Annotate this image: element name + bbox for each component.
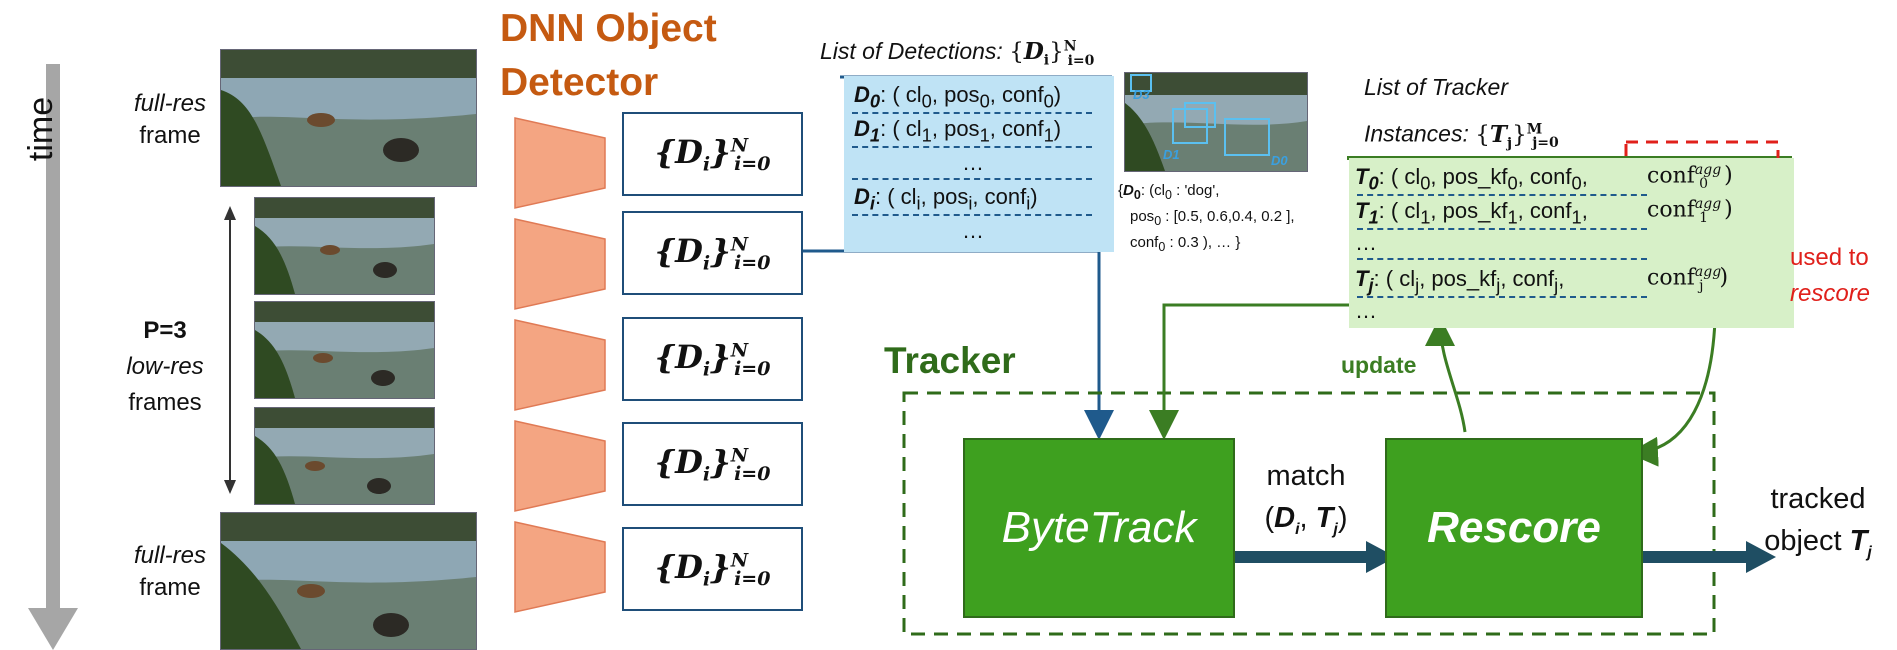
detection-row: Di: ( cli, posi, confi) (854, 184, 1038, 214)
box-label-d0: D0 (1271, 153, 1288, 168)
agg-to-rescore-arrow (1628, 319, 1717, 467)
detections-list-title: List of Detections: {Di}Ni=0 (820, 38, 1095, 69)
tracker-list-to-bytetrack-arrow (1149, 303, 1349, 440)
match-label: match (Di, Tj) (1264, 460, 1348, 538)
detector-trapezoids (514, 117, 606, 613)
detector-title: DNN Object Detector (500, 7, 717, 104)
detection-set-box: {Di}Ni=0 (622, 211, 803, 295)
update-label: update (1341, 352, 1417, 378)
agg-conf-1: confagg1) (1647, 196, 1733, 226)
detection-set-box: {Di}Ni=0 (622, 112, 803, 196)
bottom-full-res-label: full-res frame (133, 542, 206, 601)
frame-low-res-1 (254, 197, 435, 295)
detection-example-image: D3 D1 D0 (1124, 72, 1308, 172)
tracker-list-title: List of Tracker Instances: {Tj}Mj=0 (1364, 74, 1559, 152)
rescore-note: used to rescore (1790, 244, 1871, 307)
agg-conf-j: confaggj) (1647, 264, 1729, 294)
box-label-d1: D1 (1163, 147, 1180, 162)
detection-set-box: {Di}Ni=0 (622, 317, 803, 401)
rescore-box: Rescore (1385, 438, 1643, 618)
low-res-span-arrow (224, 206, 236, 494)
time-axis-arrow (28, 64, 78, 650)
output-arrow (1632, 541, 1776, 573)
detection-example-note: {D0: (cl0 : 'dog', pos0 : [0.5, 0.6,0.4,… (1118, 182, 1295, 254)
detections-list: D0: ( cl0, pos0, conf0) D1: ( cl1, pos1,… (844, 76, 1114, 252)
rescore-update-arrow (1425, 316, 1467, 433)
tracker-row: Tj: ( clj, pos_kfj, confj, (1355, 266, 1565, 296)
tracker-ellipsis: … (1355, 230, 1377, 255)
bytetrack-box: ByteTrack (963, 438, 1235, 618)
frame-full-res-bottom (220, 512, 477, 650)
frame-low-res-3 (254, 407, 435, 505)
tracker-row: T0: ( cl0, pos_kf0, conf0, (1355, 164, 1588, 194)
tracker-ellipsis: … (1355, 298, 1377, 323)
detection-set-box: {Di}Ni=0 (622, 422, 803, 506)
match-arrow (1230, 541, 1396, 573)
detection-row: D0: ( cl0, pos0, conf0) (854, 82, 1062, 112)
tracker-title: Tracker (884, 340, 1016, 381)
low-res-label: P=3 low-res frames (126, 317, 204, 416)
detection-ellipsis: … (962, 218, 984, 243)
top-full-res-label: full-res frame (133, 90, 206, 149)
tracker-row: T1: ( cl1, pos_kf1, conf1, (1355, 198, 1588, 228)
frame-full-res-top (220, 49, 477, 187)
tracker-container (902, 391, 1716, 636)
frame-low-res-2 (254, 301, 435, 399)
detection-row: D1: ( cl1, pos1, conf1) (854, 116, 1062, 146)
tracker-list: T0: ( cl0, pos_kf0, conf0, confagg0) T1:… (1349, 158, 1794, 328)
detection-ellipsis: … (962, 150, 984, 175)
time-label: time (21, 96, 60, 162)
box-label-d3: D3 (1133, 87, 1150, 102)
tracked-object-label: tracked object Tj (1764, 483, 1872, 561)
agg-conf-0: confagg0) (1647, 162, 1733, 192)
detection-set-box: {Di}Ni=0 (622, 527, 803, 611)
